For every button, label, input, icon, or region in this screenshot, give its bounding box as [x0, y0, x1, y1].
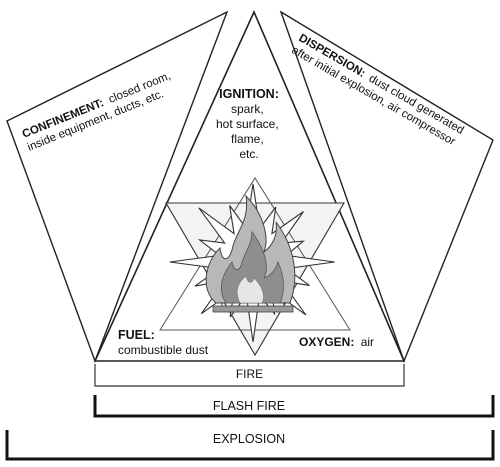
explosion-label: EXPLOSION: [213, 432, 285, 446]
ignition-detail: spark, hot surface, flame, etc.: [216, 102, 282, 161]
ignition-line: hot surface,: [216, 117, 279, 131]
confinement-panel: [6, 10, 229, 364]
burner-icon: [212, 302, 294, 313]
ignition-line: flame,: [231, 132, 264, 146]
fire-label: FIRE: [236, 367, 263, 381]
fire-bracket: FIRE: [94, 364, 405, 387]
fuel-heading: FUEL:: [118, 328, 155, 342]
oxygen-heading: OXYGEN:: [299, 335, 354, 349]
oxygen-label: OXYGEN: air: [299, 335, 374, 349]
dispersion-panel: [279, 10, 494, 363]
ignition-line: spark,: [231, 102, 264, 116]
flash-fire-bracket: FLASH FIRE: [93, 395, 495, 418]
ignition-line: etc.: [239, 147, 258, 161]
flame-icon: [205, 194, 296, 304]
flash-fire-label: FLASH FIRE: [213, 399, 285, 413]
oxygen-value: air: [361, 335, 374, 349]
ignition-heading: IGNITION:: [219, 87, 279, 101]
fuel-detail: combustible dust: [118, 343, 209, 357]
explosion-bracket: EXPLOSION: [5, 430, 495, 461]
